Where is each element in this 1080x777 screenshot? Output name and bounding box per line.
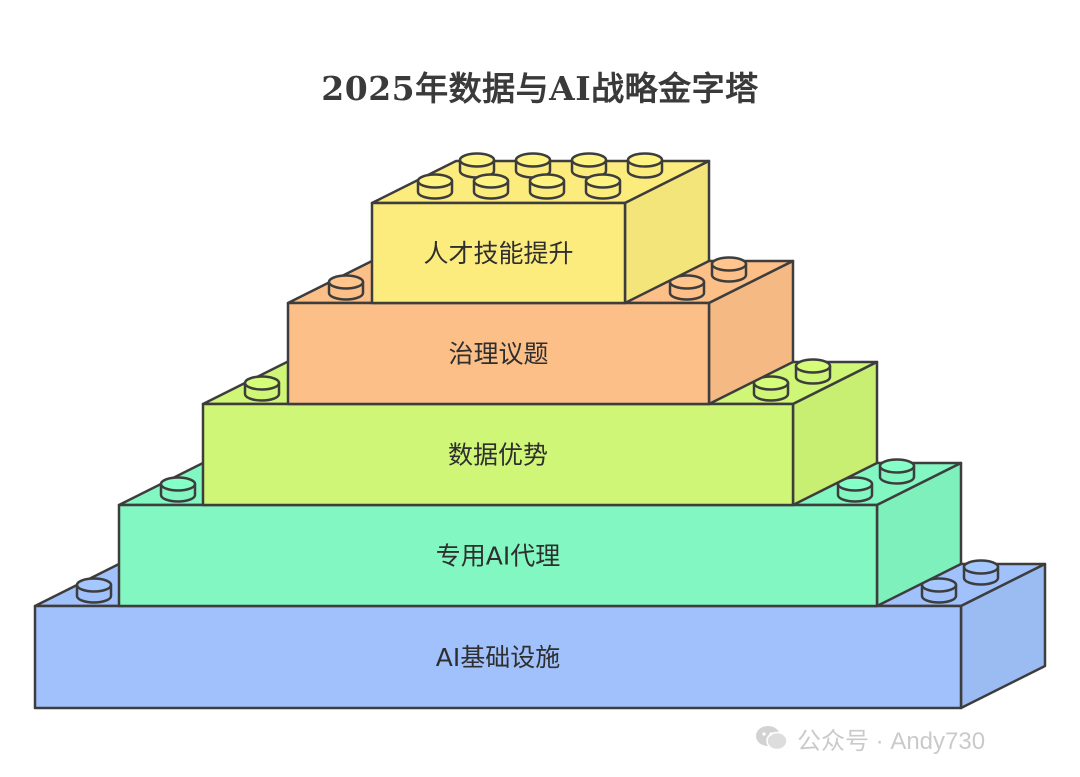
watermark: 公众号 · Andy730 [755, 718, 1075, 758]
pyramid-layer-1: 人才技能提升 [370, 152, 711, 305]
watermark-text: 公众号 · Andy730 [797, 727, 986, 755]
layer-label: 专用AI代理 [436, 542, 560, 571]
diagram-title: 2025年数据与AI战略金字塔 [321, 69, 759, 108]
layer-label: AI基础设施 [436, 643, 560, 672]
layer-label: 人才技能提升 [423, 239, 573, 268]
layer-label: 数据优势 [448, 441, 548, 470]
layer-label: 治理议题 [448, 340, 548, 369]
wechat-icon [756, 726, 788, 751]
